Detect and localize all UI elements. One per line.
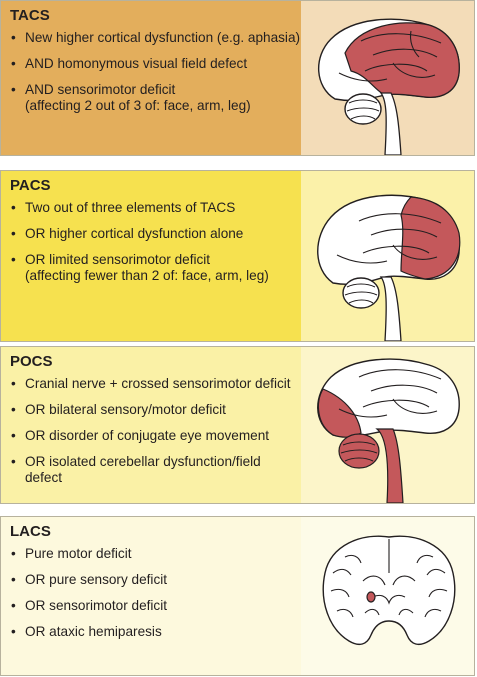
list-item: Two out of three elements of TACS: [10, 200, 301, 216]
item-text: AND sensorimotor deficit: [25, 82, 176, 97]
list-item: OR higher cortical dysfunction alone: [10, 226, 301, 242]
list-item: Pure motor deficit: [10, 546, 301, 562]
panel-title: LACS: [10, 523, 51, 540]
lacunar-lesion: [366, 591, 376, 603]
list-item: AND homonymous visual field defect: [10, 56, 301, 72]
panel-tacs-text: TACS New higher cortical dysfunction (e.…: [1, 1, 301, 155]
item-text: OR pure sensory deficit: [25, 572, 168, 587]
panel-lacs: LACS Pure motor deficit OR pure sensory …: [0, 516, 475, 676]
brain-sagittal-partial-icon: [317, 194, 461, 341]
list-item: OR limited sensorimotor deficit(affectin…: [10, 252, 301, 284]
item-text: OR sensorimotor deficit: [25, 598, 168, 613]
list-item: OR bilateral sensory/motor deficit: [10, 402, 301, 418]
panel-pocs-text: POCS Cranial nerve + crossed sensorimoto…: [1, 347, 301, 503]
panel-lacs-image: [301, 517, 474, 675]
panel-pocs: POCS Cranial nerve + crossed sensorimoto…: [0, 346, 475, 504]
list-item: New higher cortical dysfunction (e.g. ap…: [10, 30, 301, 46]
panel-title: PACS: [10, 177, 51, 194]
item-subtext: (affecting fewer than 2 of: face, arm, l…: [25, 268, 269, 283]
criteria-list: Two out of three elements of TACS OR hig…: [10, 200, 301, 284]
item-text: Two out of three elements of TACS: [25, 200, 236, 215]
brain-coronal-lacunar-icon: [322, 535, 456, 646]
item-text: OR disorder of conjugate eye movement: [25, 428, 270, 443]
list-item: OR disorder of conjugate eye movement: [10, 428, 301, 444]
item-text: New higher cortical dysfunction (e.g. ap…: [25, 30, 301, 45]
panel-pocs-image: [301, 347, 474, 503]
item-text: OR isolated cerebellar dysfunction/field…: [25, 454, 261, 485]
list-item: OR sensorimotor deficit: [10, 598, 301, 614]
list-item: AND sensorimotor deficit(affecting 2 out…: [10, 82, 301, 114]
panel-lacs-text: LACS Pure motor deficit OR pure sensory …: [1, 517, 301, 675]
panel-tacs: TACS New higher cortical dysfunction (e.…: [0, 0, 475, 156]
panel-tacs-image: [301, 1, 474, 155]
panel-title: TACS: [10, 7, 50, 24]
item-text: OR ataxic hemiparesis: [25, 624, 162, 639]
panel-pacs-text: PACS Two out of three elements of TACS O…: [1, 171, 301, 341]
item-text: AND homonymous visual field defect: [25, 56, 248, 71]
item-text: Pure motor deficit: [25, 546, 132, 561]
list-item: Cranial nerve + crossed sensorimotor def…: [10, 376, 301, 392]
list-item: OR ataxic hemiparesis: [10, 624, 301, 640]
list-item: OR pure sensory deficit: [10, 572, 301, 588]
panel-pacs: PACS Two out of three elements of TACS O…: [0, 170, 475, 342]
criteria-list: Cranial nerve + crossed sensorimotor def…: [10, 376, 301, 486]
item-text: Cranial nerve + crossed sensorimotor def…: [25, 376, 291, 391]
brain-sagittal-posterior-icon: [317, 358, 460, 503]
brain-sagittal-frontoparietal-icon: [317, 18, 460, 155]
item-text: OR limited sensorimotor deficit: [25, 252, 211, 267]
panel-title: POCS: [10, 353, 53, 370]
item-subtext: (affecting 2 out of 3 of: face, arm, leg…: [25, 98, 251, 113]
item-text: OR bilateral sensory/motor deficit: [25, 402, 226, 417]
list-item: OR isolated cerebellar dysfunction/field…: [10, 454, 301, 486]
criteria-list: New higher cortical dysfunction (e.g. ap…: [10, 30, 301, 114]
criteria-list: Pure motor deficit OR pure sensory defic…: [10, 546, 301, 640]
panel-pacs-image: [301, 171, 474, 341]
item-text: OR higher cortical dysfunction alone: [25, 226, 244, 241]
